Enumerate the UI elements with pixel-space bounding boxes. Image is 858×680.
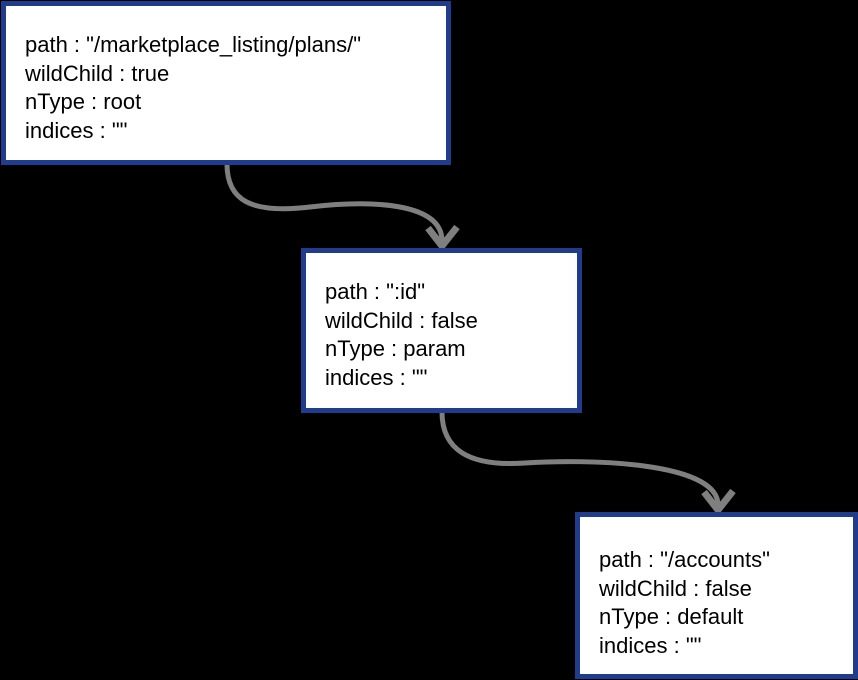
arrowhead-icon	[701, 488, 736, 516]
node-field-path: path : "/accounts"	[599, 547, 770, 572]
edge-param-to-default	[439, 411, 736, 516]
node-field-wildchild: wildChild : false	[325, 307, 478, 333]
node-field-indices: indices : ""	[599, 632, 702, 658]
node-field-path: path : ":id"	[325, 279, 426, 304]
node-field-ntype: nType : param	[325, 336, 466, 361]
node-field-ntype: nType : root	[25, 89, 142, 114]
node-default: path : "/accounts" wildChild : false nTy…	[575, 512, 858, 679]
node-field-indices: indices : ""	[325, 364, 428, 390]
node-root: path : "/marketplace_listing/plans/" wil…	[1, 1, 451, 165]
node-field-wildchild: wildChild : false	[599, 575, 752, 601]
edge-root-to-param	[224, 163, 460, 252]
arrowhead-icon	[425, 224, 460, 252]
edge-curve	[439, 411, 721, 506]
node-field-indices: indices : ""	[25, 117, 128, 143]
node-field-ntype: nType : default	[599, 604, 744, 629]
node-field-path: path : "/marketplace_listing/plans/"	[25, 32, 362, 57]
edge-curve	[224, 163, 445, 242]
node-param: path : ":id" wildChild : false nType : p…	[301, 248, 582, 413]
node-field-wildchild: wildChild : true	[25, 60, 170, 86]
